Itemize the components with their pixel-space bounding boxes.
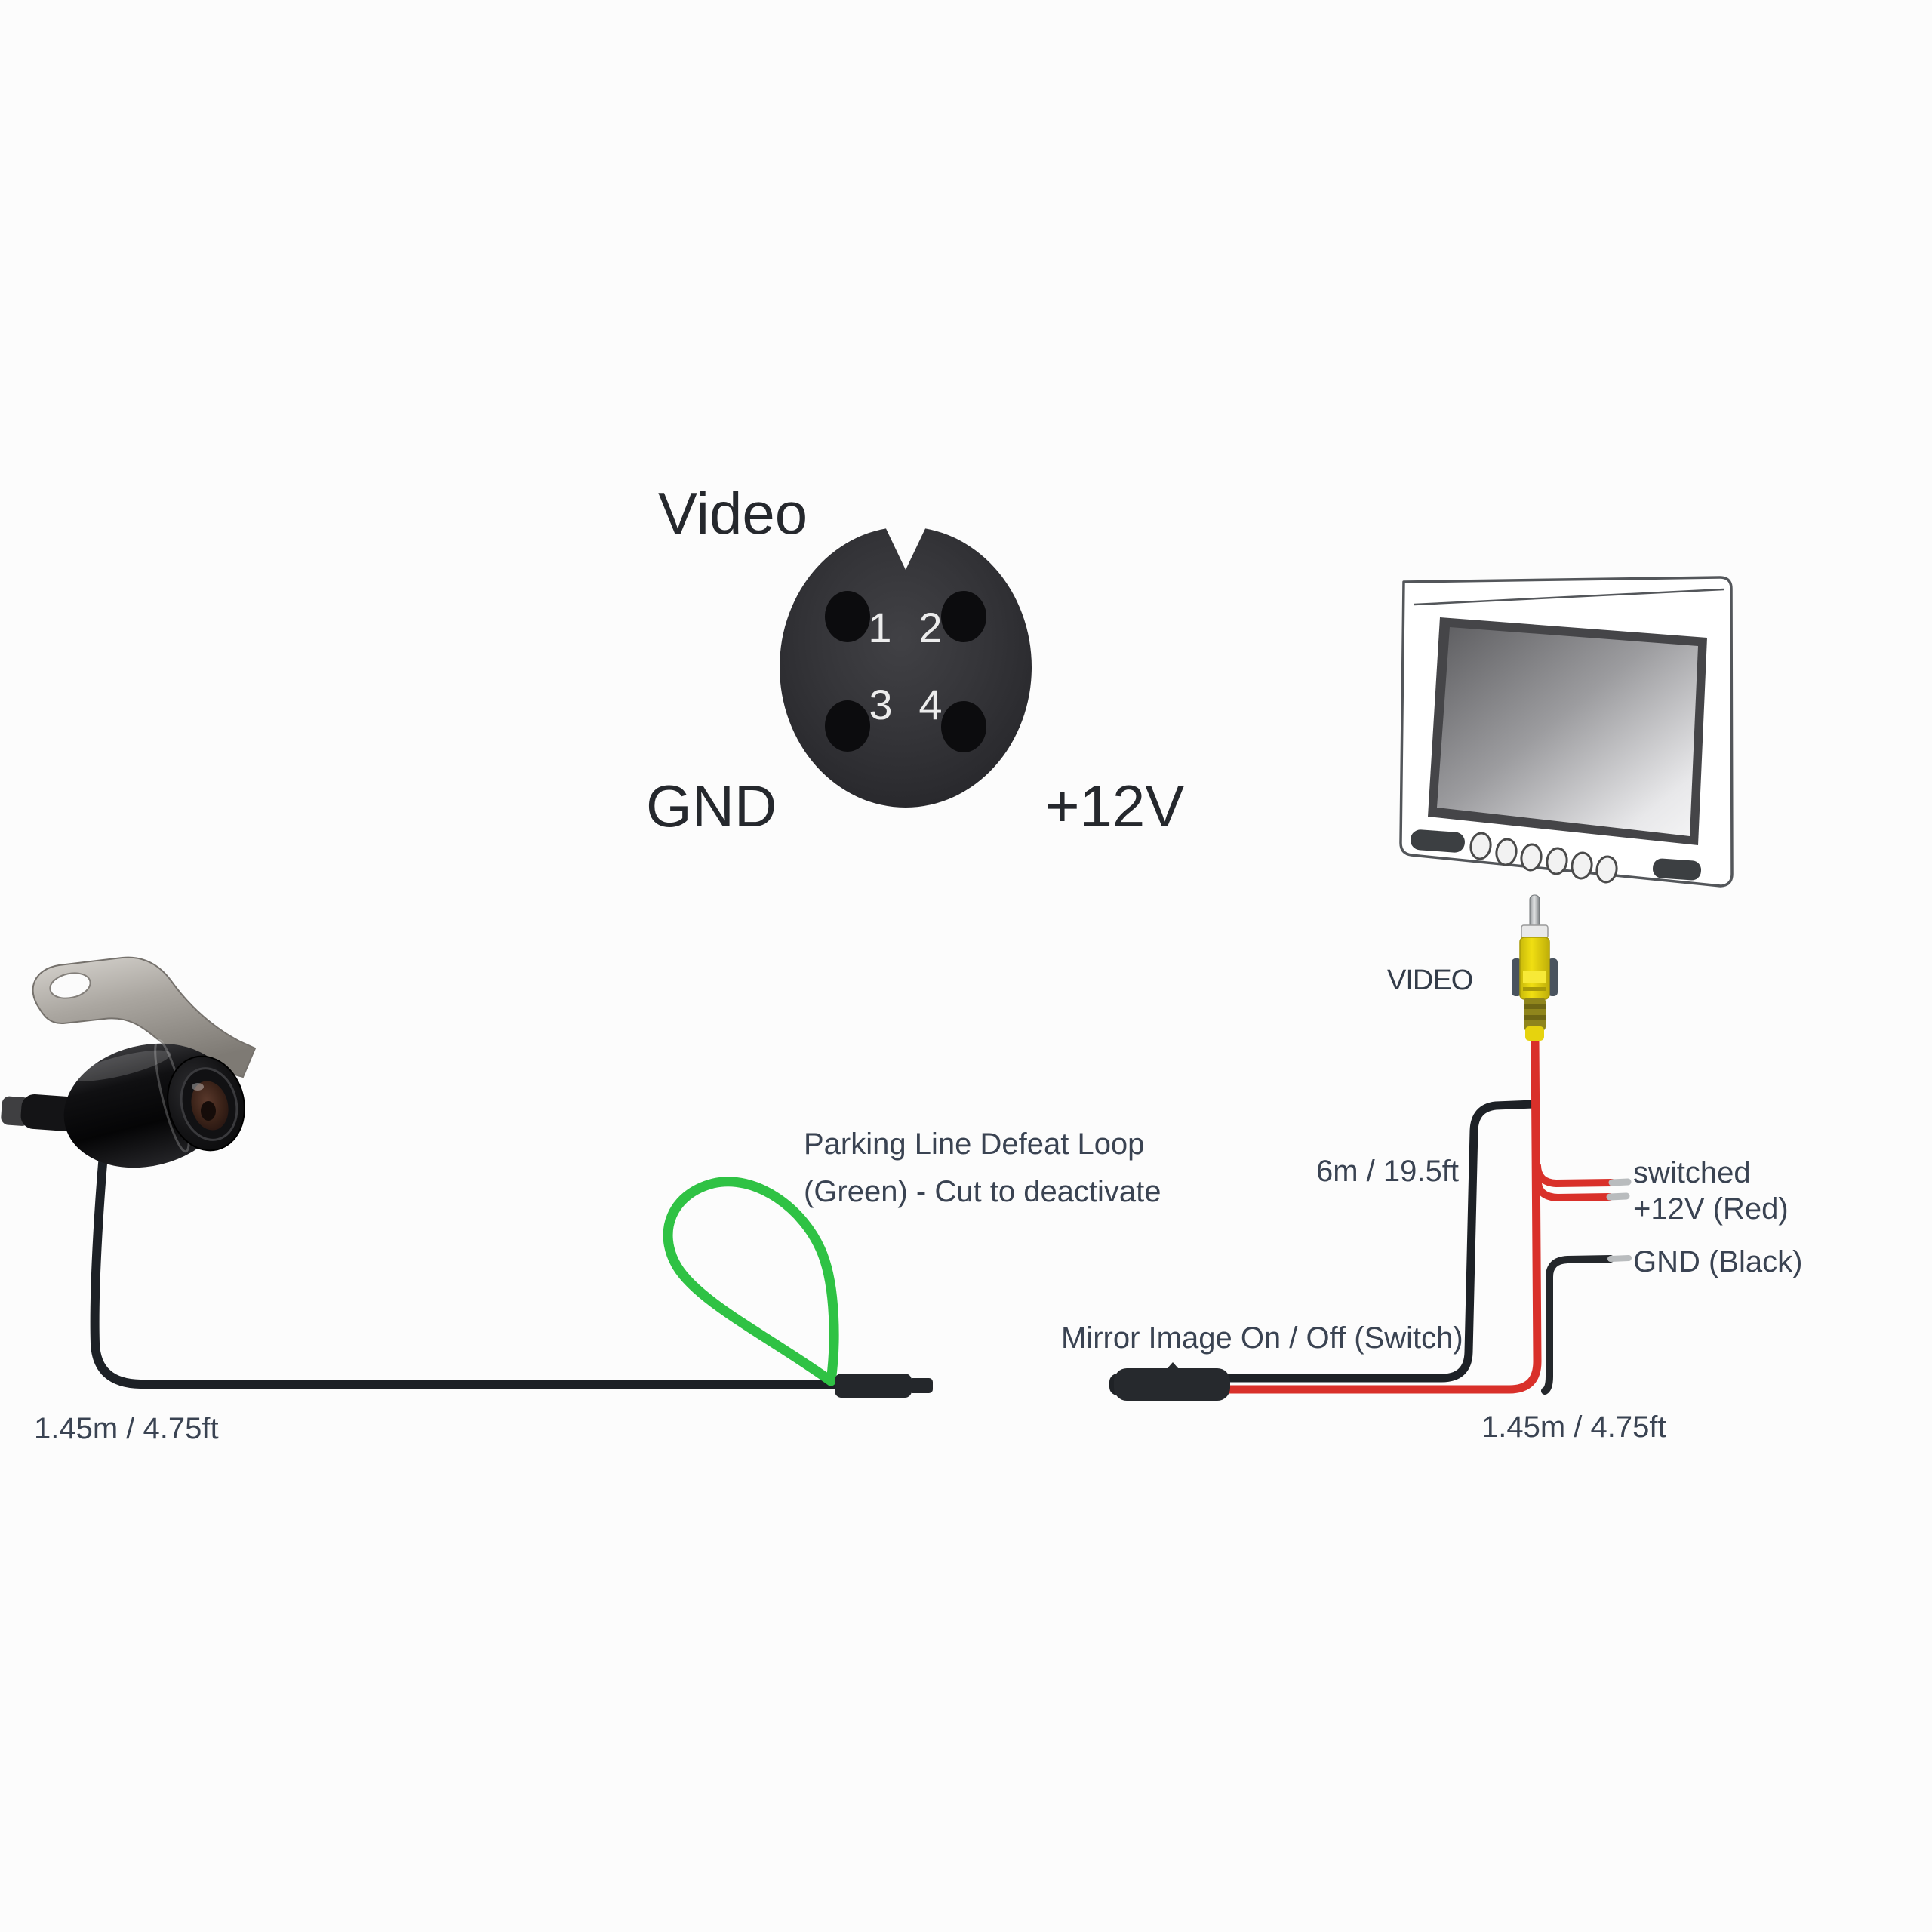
camera — [1, 956, 257, 1168]
rca-boot-band2 — [1524, 1015, 1546, 1020]
rca-boot — [1524, 998, 1546, 1031]
monitor-sunshade-edge — [1414, 588, 1724, 606]
gnd-lead-label: GND (Black) — [1633, 1245, 1803, 1278]
monitor-button — [1520, 843, 1543, 872]
four-pin-connector: 1 2 3 4 — [780, 522, 1032, 808]
rca-pin — [1529, 894, 1540, 931]
rca-side-clip-right — [1548, 958, 1558, 996]
camera-cable — [90, 1141, 839, 1389]
connector-gnd-label: GND — [646, 773, 777, 839]
camera-lens-highlight — [192, 1083, 204, 1091]
pin-hole-2 — [941, 591, 986, 642]
loop-connector — [835, 1374, 933, 1398]
rca-body-band — [1523, 971, 1546, 983]
plus12v-lead-upper — [1534, 1162, 1616, 1188]
plus12v-lead-upper-tip — [1608, 1178, 1632, 1186]
power-cable-red — [1224, 1037, 1542, 1394]
connector-12v-label: +12V — [1045, 773, 1185, 839]
monitor-button — [1495, 838, 1518, 866]
monitor — [1399, 576, 1734, 888]
plus12v-lead-lower — [1534, 1180, 1614, 1202]
pin-hole-3 — [825, 700, 870, 752]
plus12v-lead-lower-tip — [1606, 1192, 1630, 1201]
monitor-video-jack-label: VIDEO — [1387, 964, 1473, 996]
mirror-switch-label: Mirror Image On / Off (Switch) — [1061, 1321, 1463, 1355]
rca-boot-tip — [1525, 1026, 1544, 1041]
monitor-screen — [1437, 627, 1698, 836]
switch-connector — [1109, 1362, 1230, 1401]
monitor-buttons — [1469, 832, 1618, 884]
power-cable-length-label: 1.45m / 4.75ft — [1481, 1411, 1666, 1444]
rca-collar — [1521, 924, 1549, 939]
monitor-speaker-slot-right — [1652, 858, 1702, 881]
pin-number-3: 3 — [869, 681, 892, 728]
rca-boot-band1 — [1524, 1004, 1546, 1009]
rca-side-clip-left — [1512, 958, 1521, 996]
pin-hole-4 — [941, 701, 986, 752]
switched-label-line1: switched — [1633, 1156, 1751, 1189]
camera-body-glare — [73, 1050, 171, 1081]
parking-loop-label-line1: Parking Line Defeat Loop — [804, 1128, 1145, 1161]
monitor-speaker-slot-left — [1410, 829, 1465, 853]
gnd-lead-black — [1541, 1255, 1614, 1395]
camera-bracket-hole — [49, 972, 91, 999]
pin-number-1: 1 — [868, 604, 891, 651]
pin-number-2: 2 — [918, 604, 942, 651]
connector-notch — [883, 522, 928, 570]
monitor-button — [1595, 855, 1618, 884]
switched-label-line2: +12V (Red) — [1633, 1192, 1789, 1226]
parking-loop-label-line2: (Green) - Cut to deactivate — [804, 1175, 1161, 1208]
parking-loop-wire — [663, 1177, 839, 1386]
camera-cable-length-label: 1.45m / 4.75ft — [34, 1412, 219, 1445]
camera-bracket — [32, 956, 257, 1078]
monitor-button — [1469, 832, 1492, 860]
gnd-lead-tip — [1607, 1255, 1632, 1262]
connector-video-label: Video — [658, 480, 808, 546]
rca-connector — [1512, 894, 1558, 1041]
pin-hole-1 — [825, 591, 870, 642]
pin-number-4: 4 — [918, 681, 942, 728]
rca-body-band-line — [1523, 987, 1546, 991]
video-cable-black — [1224, 1100, 1538, 1383]
video-cable-length-label: 6m / 19.5ft — [1316, 1155, 1459, 1188]
camera-lens-pupil — [201, 1101, 216, 1121]
monitor-button — [1546, 847, 1568, 875]
monitor-button — [1571, 851, 1593, 880]
